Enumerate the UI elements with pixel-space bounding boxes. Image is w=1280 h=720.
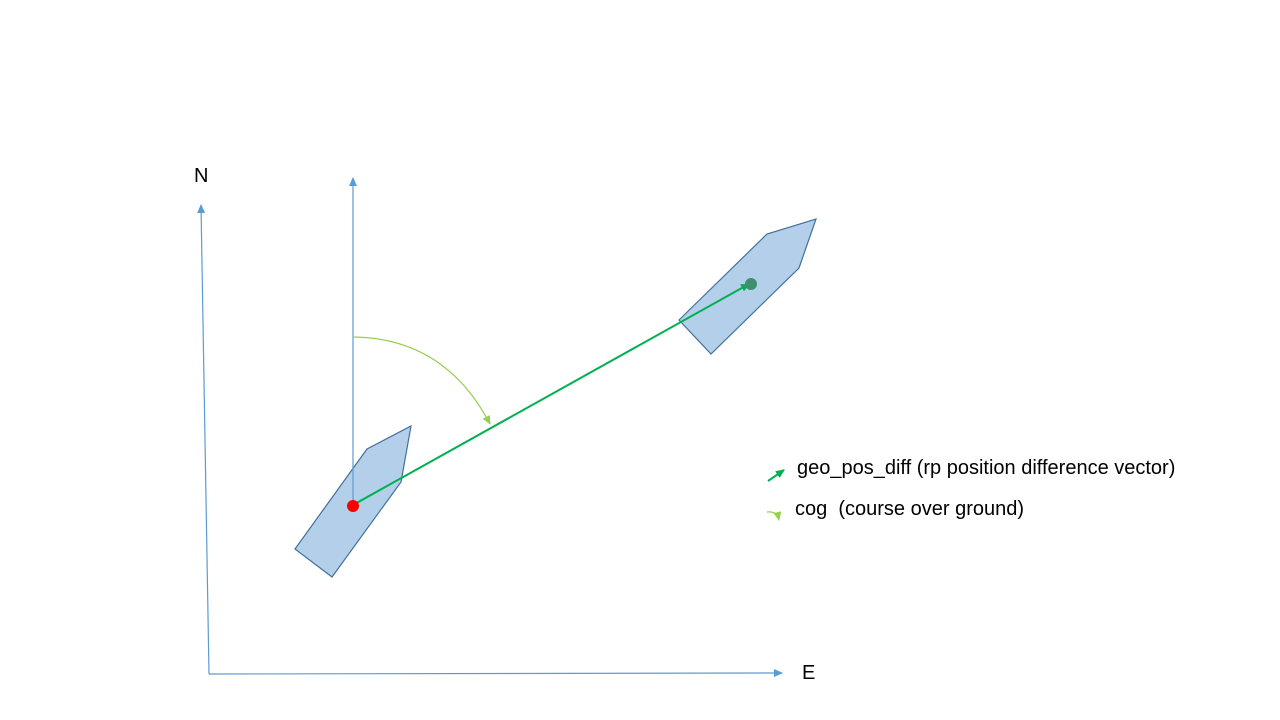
curved-arrow-icon — [766, 511, 782, 521]
east-label: E — [802, 662, 815, 684]
legend-label-cog: cog (course over ground) — [795, 498, 1024, 520]
north-label: N — [194, 165, 208, 187]
green-arrow-icon — [767, 469, 785, 482]
start-point — [347, 500, 359, 512]
legend: geo_pos_diff (rp position difference vec… — [766, 457, 1175, 521]
legend-label-geo-pos-diff: geo_pos_diff (rp position difference vec… — [797, 457, 1175, 479]
geo-pos-diff-vector — [352, 283, 750, 506]
east-axis — [208, 669, 783, 678]
cog-arc — [352, 336, 491, 425]
north-axis — [197, 204, 210, 675]
end-point — [745, 278, 757, 290]
